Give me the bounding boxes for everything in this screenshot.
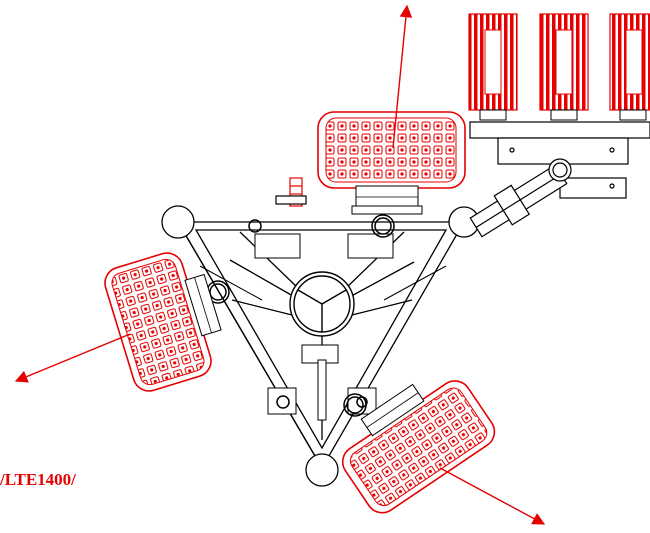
rru-mounting-arm	[469, 121, 650, 238]
rru-unit-1	[468, 13, 518, 121]
azimuth-arrow-top	[392, 4, 413, 149]
corner-poles	[161, 205, 480, 487]
azimuth-arrows	[14, 4, 546, 525]
band-label: /LTE1400/	[0, 470, 76, 489]
central-pole	[289, 271, 355, 337]
rru-unit-3	[609, 13, 650, 121]
antenna-panel-left	[104, 252, 222, 392]
antenna-panel-bottom-right	[341, 380, 496, 514]
tma-unit	[275, 177, 307, 207]
azimuth-arrow-bottom-right	[439, 467, 546, 525]
rru-unit-2	[539, 13, 589, 121]
azimuth-arrow-left	[14, 333, 131, 383]
antenna-panel-top	[317, 111, 466, 215]
